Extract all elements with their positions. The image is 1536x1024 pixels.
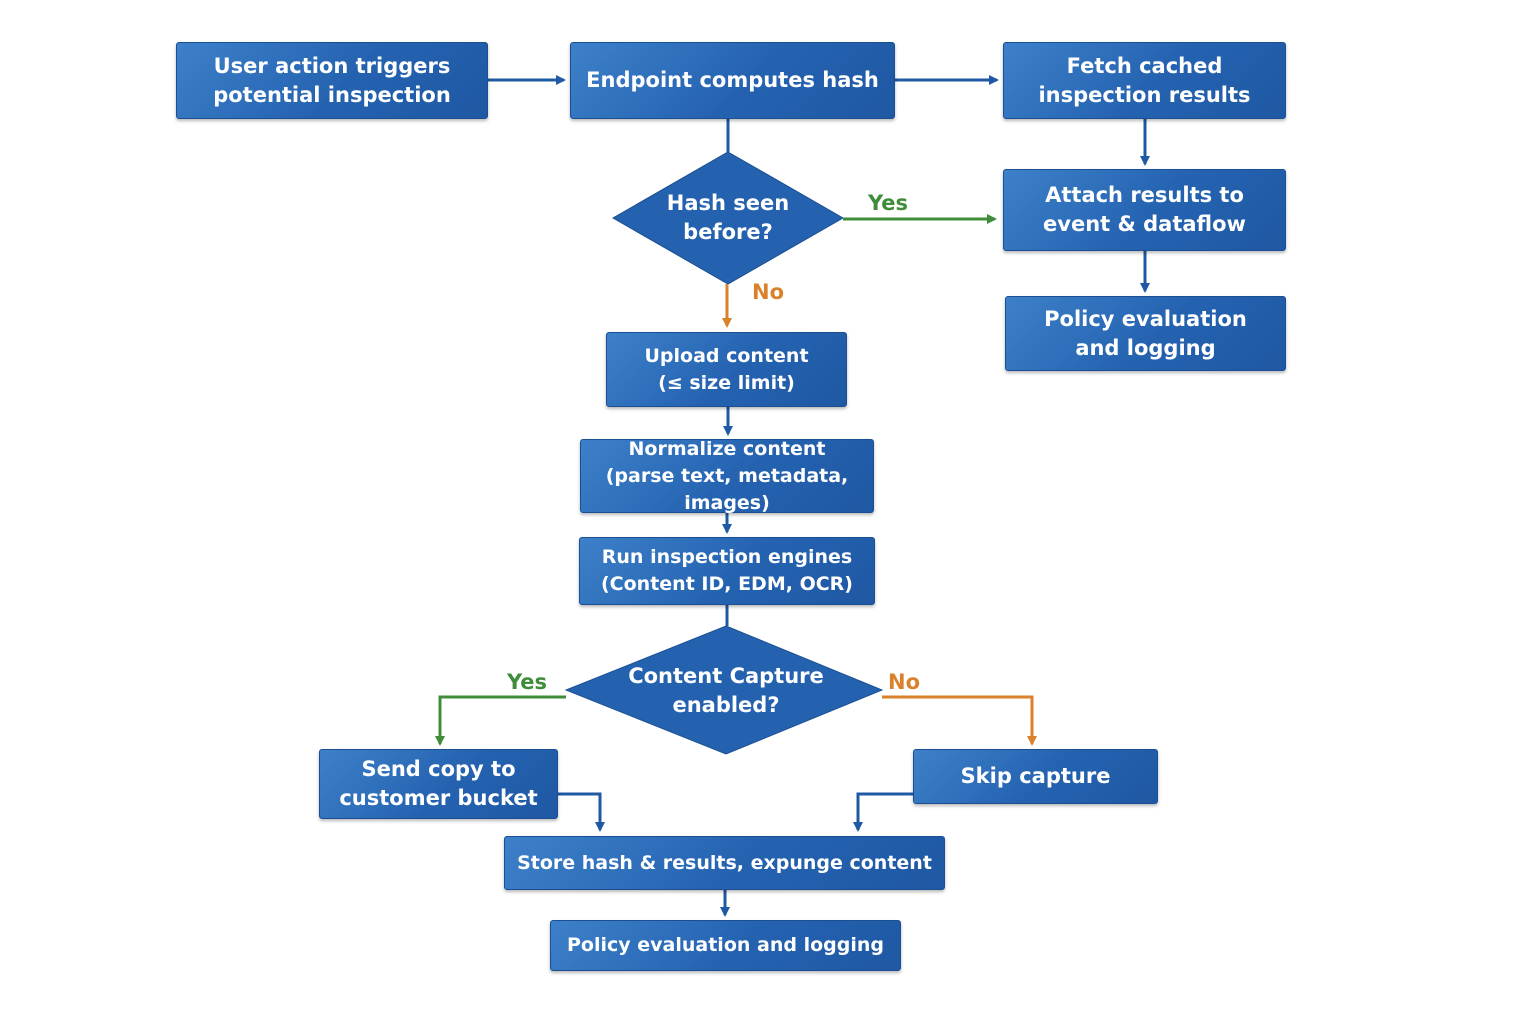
capture-no-label: No	[888, 670, 921, 694]
capture-enabled-diamond	[564, 625, 884, 755]
send-copy-box: Send copy to customer bucket	[319, 749, 558, 819]
policy-evaluation-bottom-box: Policy evaluation and logging	[550, 920, 901, 971]
attach-results-box: Attach results to event & dataflow	[1003, 169, 1286, 251]
compute-hash-box: Endpoint computes hash	[570, 42, 895, 119]
arrow-capture-no	[882, 695, 1037, 746]
capture-yes-label: Yes	[507, 670, 548, 694]
upload-content-box: Upload content (≤ size limit)	[606, 332, 847, 407]
fetch-cached-box: Fetch cached inspection results	[1003, 42, 1286, 119]
arrow-skip-to-store	[853, 792, 913, 832]
policy-evaluation-top-box: Policy evaluation and logging	[1005, 296, 1286, 371]
store-hash-box: Store hash & results, expunge content	[504, 836, 945, 890]
hash-yes-label: Yes	[868, 191, 909, 215]
run-inspection-engines-box: Run inspection engines (Content ID, EDM,…	[579, 537, 875, 605]
hash-seen-label: Hash seen before?	[666, 191, 790, 244]
normalize-content-box: Normalize content (parse text, metadata,…	[580, 438, 874, 514]
capture-enabled-label: Content Capture enabled?	[628, 664, 824, 717]
user-action-box: User action triggers potential inspectio…	[176, 42, 488, 119]
arrow-send-to-store	[558, 792, 605, 832]
skip-capture-box: Skip capture	[913, 749, 1158, 804]
hash-no-label: No	[752, 280, 785, 304]
arrow-capture-yes	[435, 695, 566, 746]
